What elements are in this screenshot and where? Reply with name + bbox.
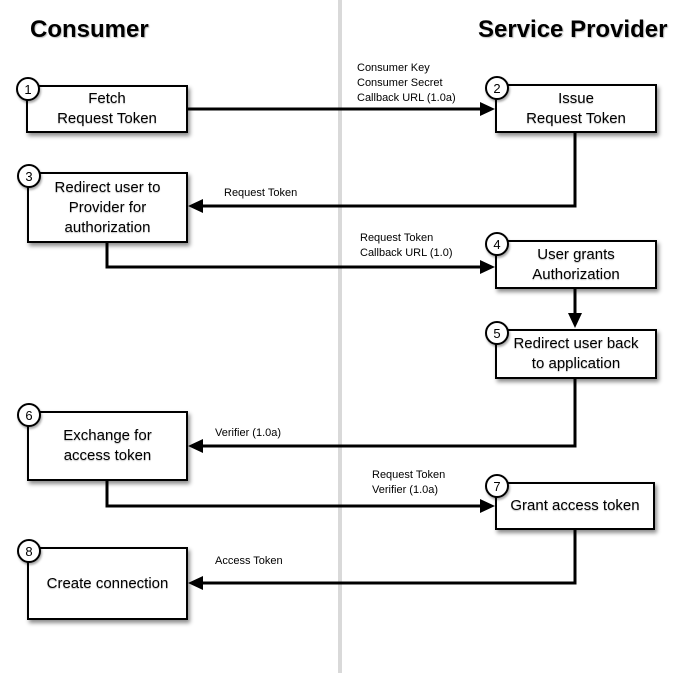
step-label: Fetch Request Token: [57, 90, 157, 127]
step-box-redirect-user-back: 5 Redirect user back to application: [485, 321, 657, 379]
step-box-grant-access-token: 7 Grant access token: [485, 474, 655, 530]
connector-grantaccess-to-create: [188, 530, 577, 590]
step-number-badge: 5: [485, 321, 509, 345]
connector-exchange-to-grantaccess: [105, 481, 495, 513]
step-number-badge: 4: [485, 232, 509, 256]
step-label: User grants Authorization: [532, 245, 620, 283]
connector-grants-to-redirectback: [568, 289, 582, 328]
lane-header-consumer: Consumer: [30, 16, 149, 43]
lane-header-service-provider: Service Provider: [478, 16, 668, 43]
step-number-badge: 3: [17, 164, 41, 188]
arrow-label-request-token-verifier: Request Token Verifier (1.0a): [372, 469, 446, 496]
step-number-badge: 8: [17, 539, 41, 563]
step-box-issue-request-token: 2 Issue Request Token: [485, 76, 657, 133]
step-box-fetch-request-token: 1 Fetch Request Token: [16, 77, 188, 133]
step-number-badge: 2: [485, 76, 509, 100]
connector-issue-to-redirect: [188, 133, 577, 213]
step-box-redirect-user-to-provider: 3 Redirect user to Provider for authoriz…: [17, 164, 188, 243]
step-label: Create connection: [46, 574, 169, 592]
arrow-label-access-token: Access Token: [215, 555, 283, 567]
connector-redirectback-to-exchange: [188, 379, 577, 453]
arrow-label-request-token-callback: Request Token Callback URL (1.0): [360, 232, 453, 259]
step-number-badge: 1: [16, 77, 40, 101]
step-box-create-connection: 8 Create connection: [17, 539, 188, 620]
arrow-label-consumer-key: Consumer Key Consumer Secret Callback UR…: [357, 62, 456, 104]
lane-divider: [338, 0, 342, 673]
arrow-label-request-token: Request Token: [224, 187, 298, 199]
step-label: Redirect user to Provider for authorizat…: [54, 178, 161, 236]
arrow-label-verifier: Verifier (1.0a): [215, 427, 282, 439]
step-number-badge: 7: [485, 474, 509, 498]
step-label: Exchange for access token: [63, 427, 152, 464]
step-box-user-grants-authorization: 4 User grants Authorization: [485, 232, 657, 289]
step-label: Redirect user back to application: [513, 335, 639, 372]
step-box-exchange-for-access-token: 6 Exchange for access token: [17, 403, 188, 481]
connector-redirect-to-grants: [105, 243, 495, 274]
step-label: Grant access token: [510, 497, 640, 514]
step-number-badge: 6: [17, 403, 41, 427]
connector-fetch-to-issue: [188, 102, 495, 116]
step-label: Issue Request Token: [526, 89, 626, 127]
